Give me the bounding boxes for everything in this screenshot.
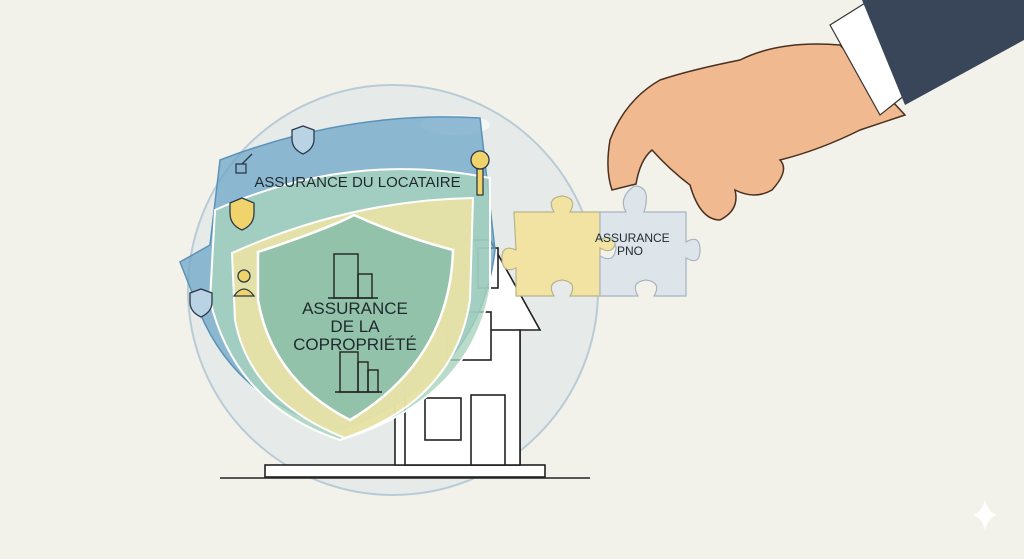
sparkle-icon <box>973 500 997 530</box>
tenant-insurance-label: ASSURANCE DU LOCATAIRE <box>254 174 461 191</box>
key-icon <box>470 150 490 196</box>
pno-insurance-label: ASSURANCE PNO <box>595 231 670 258</box>
shield-home-icon <box>189 288 213 318</box>
puzzle-piece-pno <box>599 185 701 297</box>
condo-insurance-label: ASSURANCE DE LA COPROPRIÉTÉ <box>293 299 417 354</box>
buildings-icon <box>335 351 382 393</box>
condo-shield-teal <box>256 213 455 422</box>
tool-icon <box>235 153 253 174</box>
shield-home-icon <box>291 125 315 155</box>
hand <box>607 43 907 221</box>
suit-sleeve <box>862 0 1024 105</box>
building-icon <box>328 253 378 299</box>
shield-home-icon <box>229 197 255 231</box>
person-icon <box>232 269 256 297</box>
